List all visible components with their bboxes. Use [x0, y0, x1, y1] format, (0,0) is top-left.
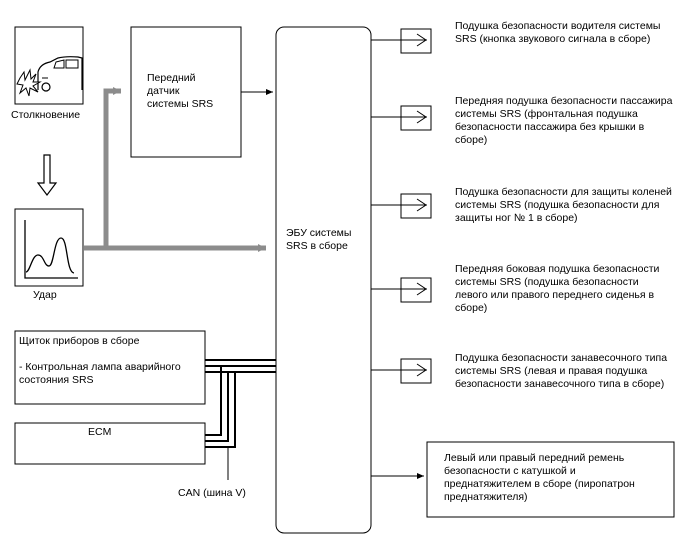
impact-label: Удар — [33, 289, 57, 301]
output-label-1: Подушка безопасности водителя системы SR… — [455, 20, 661, 45]
output-label-5: Подушка безопасности занавесочного типа … — [455, 352, 668, 390]
front-sensor-box — [130, 26, 242, 158]
collision-label: Столкновение — [11, 109, 81, 121]
ecm-label: ECM — [88, 426, 112, 438]
front-sensor-label: Передний датчик системы SRS — [147, 72, 214, 110]
output-label-3: Подушка безопасности для защиты коленей … — [455, 186, 672, 224]
car-crash-icon — [37, 56, 83, 92]
impact-graph-icon — [24, 220, 78, 279]
seatbelt-box — [426, 441, 675, 518]
can-bus-label: CAN (шина V) — [178, 487, 246, 499]
can-bus-lines — [205, 359, 276, 480]
impact-burst-icon — [16, 68, 42, 97]
output-label-2: Передняя подушка безопасности пассажира … — [455, 95, 673, 146]
ecm-box — [14, 422, 206, 465]
ecu-label: ЭБУ системы SRS в сборе — [286, 227, 352, 252]
hollow-down-arrow-icon — [36, 154, 58, 196]
seatbelt-label: Левый или правый передний ремень безопас… — [444, 452, 635, 503]
instrument-cluster-box — [14, 330, 206, 405]
output-arrows — [371, 28, 432, 479]
collision-box — [14, 26, 84, 105]
instrument-cluster-label: Щиток приборов в сборе - Контрольная лам… — [19, 335, 181, 386]
impact-box — [14, 208, 84, 287]
output-label-4: Передняя боковая подушка безопасности си… — [455, 263, 660, 314]
ecu-box — [275, 26, 372, 534]
impact-signal-lines — [84, 87, 266, 252]
